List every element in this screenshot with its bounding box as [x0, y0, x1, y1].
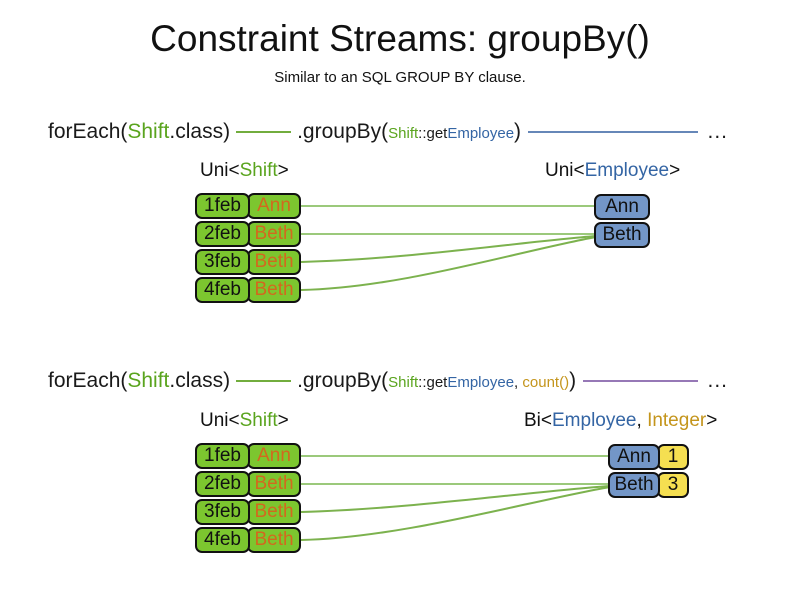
label-type-shift: Shift — [239, 410, 278, 431]
foreach-prefix: forEach( — [48, 369, 128, 392]
shift-table-2: 1feb Ann 2feb Beth 3feb Beth 4feb Beth — [195, 443, 301, 555]
groupby-arg-return: Employee — [447, 374, 515, 391]
label-type-employee: Employee — [584, 160, 670, 181]
label-type-integer: Integer — [647, 410, 707, 431]
groupby-prefix: .groupBy( — [297, 369, 389, 392]
groupby-suffix: ) — [569, 369, 577, 392]
groupby-arg-getter: ::get — [418, 374, 448, 391]
code-line-2: forEach(Shift.class) .groupBy(Shift::get… — [48, 368, 728, 394]
foreach-call-2: forEach(Shift.class) — [48, 369, 230, 393]
shift-date-cell: 2feb — [195, 471, 250, 497]
groupby-call-2: .groupBy(Shift::getEmployee, count()) — [297, 369, 576, 393]
groupby-call-1: .groupBy(Shift::getEmployee) — [297, 120, 521, 144]
foreach-suffix: .class) — [169, 120, 231, 143]
ellipsis-1: ... — [707, 120, 728, 143]
group-count-box: 1 — [657, 444, 689, 470]
shift-employee-cell: Beth — [247, 277, 301, 303]
shift-employee-cell: Ann — [247, 193, 301, 219]
shift-employee-cell: Beth — [247, 221, 301, 247]
group-employee-box: Beth — [608, 472, 660, 498]
foreach-call-1: forEach(Shift.class) — [48, 120, 230, 144]
label-type-employee: Employee — [552, 410, 637, 431]
stream-dash-green-2 — [236, 380, 292, 382]
group-row: Beth 3 — [608, 472, 689, 498]
shift-row: 1feb Ann — [195, 193, 301, 219]
shift-row: 2feb Beth — [195, 471, 301, 497]
groupby-arg-separator: , — [514, 374, 523, 391]
map-line-3feb-beth — [300, 235, 597, 263]
code-line-1: forEach(Shift.class) .groupBy(Shift::get… — [48, 119, 728, 145]
shift-employee-cell: Beth — [247, 249, 301, 275]
shift-row: 3feb Beth — [195, 249, 301, 275]
map2-line-4feb-beth — [300, 486, 611, 541]
label-suffix: > — [277, 160, 289, 181]
stream-dash-green-1 — [236, 131, 292, 133]
shift-date-cell: 3feb — [195, 249, 250, 275]
groupby-arg-type: Shift — [388, 374, 419, 391]
group-employee-box: Ann — [608, 444, 660, 470]
label-suffix: > — [706, 410, 718, 431]
foreach-type-shift: Shift — [127, 369, 170, 392]
shift-date-cell: 3feb — [195, 499, 250, 525]
shift-employee-cell: Ann — [247, 443, 301, 469]
groupby-suffix: ) — [514, 120, 522, 143]
shift-date-cell: 4feb — [195, 527, 250, 553]
groupby-arg-type: Shift — [388, 125, 419, 142]
shift-row: 2feb Beth — [195, 221, 301, 247]
groupby-arg-collector: count() — [522, 374, 570, 391]
map2-line-3feb-beth — [300, 485, 611, 513]
grouped-result-column-2: Ann 1 Beth 3 — [608, 444, 689, 500]
label-prefix: Bi< — [524, 410, 552, 431]
shift-date-cell: 1feb — [195, 443, 250, 469]
result-stream-label-2: Bi<Employee, Integer> — [524, 410, 717, 432]
source-stream-label-2: Uni<Shift> — [200, 410, 289, 432]
shift-table-1: 1feb Ann 2feb Beth 3feb Beth 4feb Beth — [195, 193, 301, 305]
label-prefix: Uni< — [200, 410, 240, 431]
group-count-box: 3 — [657, 472, 689, 498]
stream-line-blue-1 — [528, 131, 699, 133]
label-suffix: > — [669, 160, 681, 181]
map-line-4feb-beth — [300, 236, 597, 291]
groupby-arg-return: Employee — [447, 125, 515, 142]
employee-box: Ann — [594, 194, 650, 220]
shift-row: 4feb Beth — [195, 527, 301, 553]
groupby-arg-getter: ::get — [418, 125, 448, 142]
slide-subtitle: Similar to an SQL GROUP BY clause. — [274, 69, 526, 86]
label-prefix: Uni< — [545, 160, 585, 181]
label-prefix: Uni< — [200, 160, 240, 181]
shift-date-cell: 1feb — [195, 193, 250, 219]
label-separator: , — [636, 410, 648, 431]
result-stream-label-1: Uni<Employee> — [545, 160, 680, 182]
foreach-suffix: .class) — [169, 369, 231, 392]
ellipsis-2: ... — [707, 369, 728, 392]
shift-employee-cell: Beth — [247, 527, 301, 553]
shift-employee-cell: Beth — [247, 471, 301, 497]
slide-title: Constraint Streams: groupBy() — [150, 18, 650, 59]
foreach-prefix: forEach( — [48, 120, 128, 143]
shift-row: 4feb Beth — [195, 277, 301, 303]
shift-row: 1feb Ann — [195, 443, 301, 469]
stream-line-purple-2 — [583, 380, 699, 382]
source-stream-label-1: Uni<Shift> — [200, 160, 289, 182]
shift-date-cell: 4feb — [195, 277, 250, 303]
groupby-prefix: .groupBy( — [297, 120, 389, 143]
foreach-type-shift: Shift — [127, 120, 170, 143]
group-row: Ann 1 — [608, 444, 689, 470]
shift-row: 3feb Beth — [195, 499, 301, 525]
label-type-shift: Shift — [239, 160, 278, 181]
shift-employee-cell: Beth — [247, 499, 301, 525]
employee-result-column-1: Ann Beth — [594, 194, 650, 250]
employee-box: Beth — [594, 222, 650, 248]
shift-date-cell: 2feb — [195, 221, 250, 247]
label-suffix: > — [277, 410, 289, 431]
